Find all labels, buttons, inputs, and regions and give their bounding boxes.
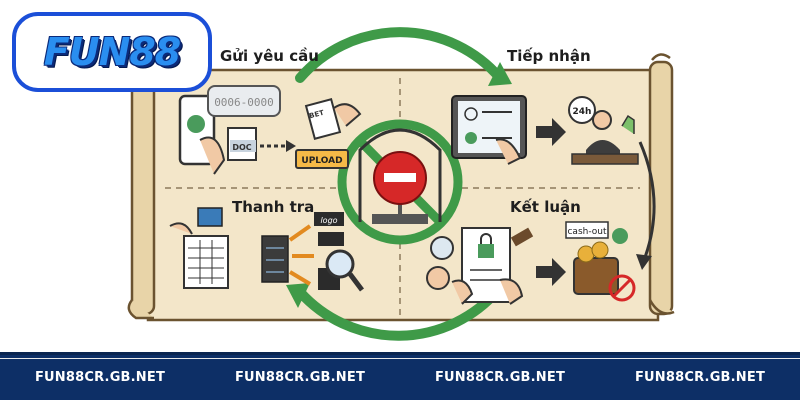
phone-number-text: 0006-0000 xyxy=(214,96,274,109)
logo-text: FUN88 xyxy=(43,30,181,74)
footer-domain-4[interactable]: FUN88CR.GB.NET xyxy=(634,370,766,385)
footer-banner: FUN88CR.GB.NET FUN88CR.GB.NET FUN88CR.GB… xyxy=(0,352,800,400)
cycle-arrow-head-bottom xyxy=(286,283,310,308)
step-label-inspect: Thanh tra xyxy=(232,198,315,216)
cycle-arrow-head-top xyxy=(488,62,512,86)
fun88-logo: FUN88 xyxy=(12,12,212,92)
inspect-illustration: logo xyxy=(169,207,364,292)
bet-label: BET xyxy=(308,109,325,121)
footer-domain-3[interactable]: FUN88CR.GB.NET xyxy=(434,370,566,385)
conclude-illustration: cash-out xyxy=(426,221,636,305)
step-label-submit: Gửi yêu cầu xyxy=(220,47,319,65)
receive-illustration: 24h xyxy=(451,95,639,165)
process-scroll-illustration: 0006-0000 DOC BET UPLOAD 24h xyxy=(127,27,675,341)
cashout-label: cash-out xyxy=(567,227,606,237)
footer-domain-1[interactable]: FUN88CR.GB.NET xyxy=(34,370,166,385)
central-stop-scale xyxy=(337,119,463,245)
hours-label: 24h xyxy=(573,107,592,117)
cycle-arrows xyxy=(295,27,505,341)
step-label-receive: Tiếp nhận xyxy=(507,47,591,65)
upload-label: UPLOAD xyxy=(301,156,342,166)
flow-arrow-right-head xyxy=(636,254,652,270)
footer-domain-2[interactable]: FUN88CR.GB.NET xyxy=(234,370,366,385)
submit-request-illustration: 0006-0000 DOC BET UPLOAD xyxy=(178,85,362,175)
doc-label: DOC xyxy=(232,143,251,152)
illustration-stage: 0006-0000 DOC BET UPLOAD 24h xyxy=(12,12,675,341)
logo-tag-label: logo xyxy=(320,216,337,225)
step-label-conclude: Kết luận xyxy=(510,198,581,216)
flow-arrow-right xyxy=(638,141,656,261)
